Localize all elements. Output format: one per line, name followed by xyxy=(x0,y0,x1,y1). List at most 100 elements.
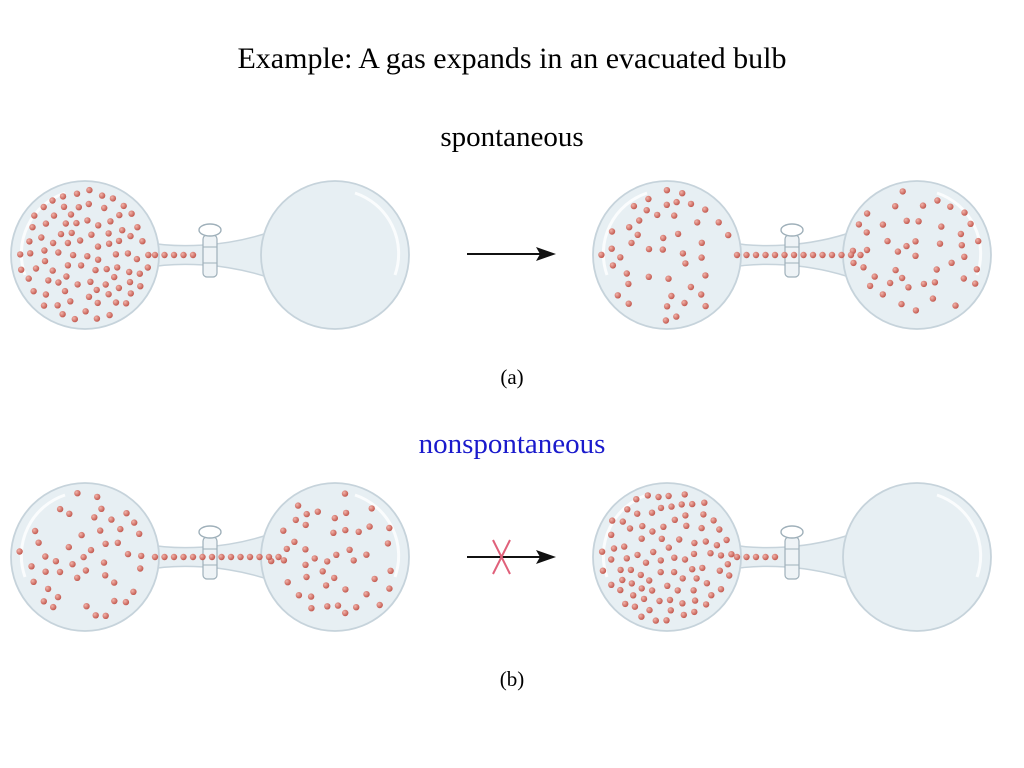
gas-molecule xyxy=(331,574,338,582)
gas-molecule xyxy=(679,600,686,607)
gas-molecule xyxy=(42,291,50,298)
gas-molecule xyxy=(701,499,708,506)
gas-molecule xyxy=(92,612,99,619)
gas-molecule xyxy=(136,270,143,277)
gas-molecule xyxy=(665,275,672,282)
gas-molecule xyxy=(670,568,678,576)
gas-molecule xyxy=(102,281,109,288)
gas-molecule xyxy=(324,603,331,610)
gas-molecule xyxy=(733,251,741,259)
gas-molecule xyxy=(892,266,899,274)
gas-molecule xyxy=(71,315,79,323)
gas-molecule xyxy=(663,617,670,624)
gas-molecule xyxy=(124,550,132,558)
gas-molecule xyxy=(662,317,670,324)
left-bulb xyxy=(592,482,742,632)
gas-molecule xyxy=(643,207,650,214)
gas-molecule xyxy=(886,279,894,287)
gas-molecule xyxy=(42,553,49,560)
gas-molecule xyxy=(687,200,695,208)
gas-molecule xyxy=(74,490,81,497)
gas-molecule xyxy=(114,539,122,546)
gas-molecule xyxy=(654,211,661,219)
gas-molecule xyxy=(280,527,287,534)
arrowhead xyxy=(536,550,556,564)
gas-molecule xyxy=(94,299,101,307)
gas-molecule xyxy=(624,506,631,513)
gas-molecule xyxy=(973,266,980,273)
gas-molecule xyxy=(863,246,871,254)
gas-molecule xyxy=(303,573,310,581)
gas-molecule xyxy=(609,262,617,269)
gas-molecule xyxy=(691,539,698,547)
gas-molecule xyxy=(648,509,656,516)
gas-molecule xyxy=(625,280,632,288)
gas-molecule xyxy=(660,523,667,530)
gas-molecule xyxy=(671,516,678,523)
gas-molecule xyxy=(610,545,618,552)
gas-molecule xyxy=(302,546,309,553)
gas-molecule xyxy=(673,198,680,206)
gas-molecule xyxy=(63,273,70,280)
gas-molecule xyxy=(691,597,699,604)
gas-molecule xyxy=(64,262,72,269)
gas-molecule xyxy=(103,265,110,273)
gas-molecule xyxy=(682,512,689,519)
gas-molecule xyxy=(134,224,141,231)
gas-molecule xyxy=(61,287,69,295)
gas-molecule xyxy=(912,238,919,245)
gas-molecule xyxy=(665,492,672,500)
nonspontaneous-label: nonspontaneous xyxy=(418,428,606,460)
gas-molecule xyxy=(128,210,135,217)
gas-molecule xyxy=(698,291,705,298)
gas-molecule xyxy=(723,536,730,544)
gas-molecule xyxy=(863,210,871,217)
gas-molecule xyxy=(656,597,663,605)
gas-molecule xyxy=(663,201,670,208)
gas-molecule xyxy=(961,209,968,216)
gas-molecule xyxy=(275,553,282,561)
gas-molecule xyxy=(623,555,630,562)
gas-molecule xyxy=(59,193,67,200)
gas-molecule xyxy=(137,565,144,572)
gas-molecule xyxy=(698,524,705,532)
gas-molecule xyxy=(683,522,690,529)
gas-molecule xyxy=(170,251,178,259)
gas-molecule xyxy=(938,223,945,230)
gas-molecule xyxy=(91,514,98,521)
gas-molecule xyxy=(27,250,34,257)
gas-molecule xyxy=(879,221,887,228)
gas-molecule xyxy=(111,579,118,586)
gas-molecule xyxy=(84,217,91,224)
gas-molecule xyxy=(960,275,967,282)
gas-molecule xyxy=(87,278,94,285)
gas-molecule xyxy=(713,542,721,549)
gas-molecule xyxy=(671,554,678,561)
gas-molecule xyxy=(85,200,93,208)
gas-molecule xyxy=(376,601,383,609)
gas-molecule xyxy=(111,273,118,281)
gas-molecule xyxy=(69,561,76,568)
gas-molecule xyxy=(180,553,187,561)
gas-molecule xyxy=(621,543,628,550)
gas-molecule xyxy=(31,527,39,535)
gas-molecule xyxy=(55,249,62,256)
gas-molecule xyxy=(645,245,653,253)
gas-molecule xyxy=(898,300,905,308)
gas-molecule xyxy=(353,604,360,611)
gas-molecule xyxy=(663,303,671,310)
gas-molecule xyxy=(679,250,687,257)
gas-molecule xyxy=(41,257,49,265)
gas-molecule xyxy=(642,559,650,566)
gas-molecule xyxy=(227,553,235,561)
gas-molecule xyxy=(73,219,80,227)
gas-molecule xyxy=(139,238,146,245)
gas-molecule xyxy=(680,611,687,619)
gas-molecule xyxy=(679,190,686,197)
gas-molecule xyxy=(682,260,689,267)
gas-molecule xyxy=(111,597,118,605)
gas-molecule xyxy=(690,587,697,594)
gas-molecule xyxy=(93,315,101,322)
gas-molecule xyxy=(40,598,47,605)
gas-molecule xyxy=(645,195,652,203)
